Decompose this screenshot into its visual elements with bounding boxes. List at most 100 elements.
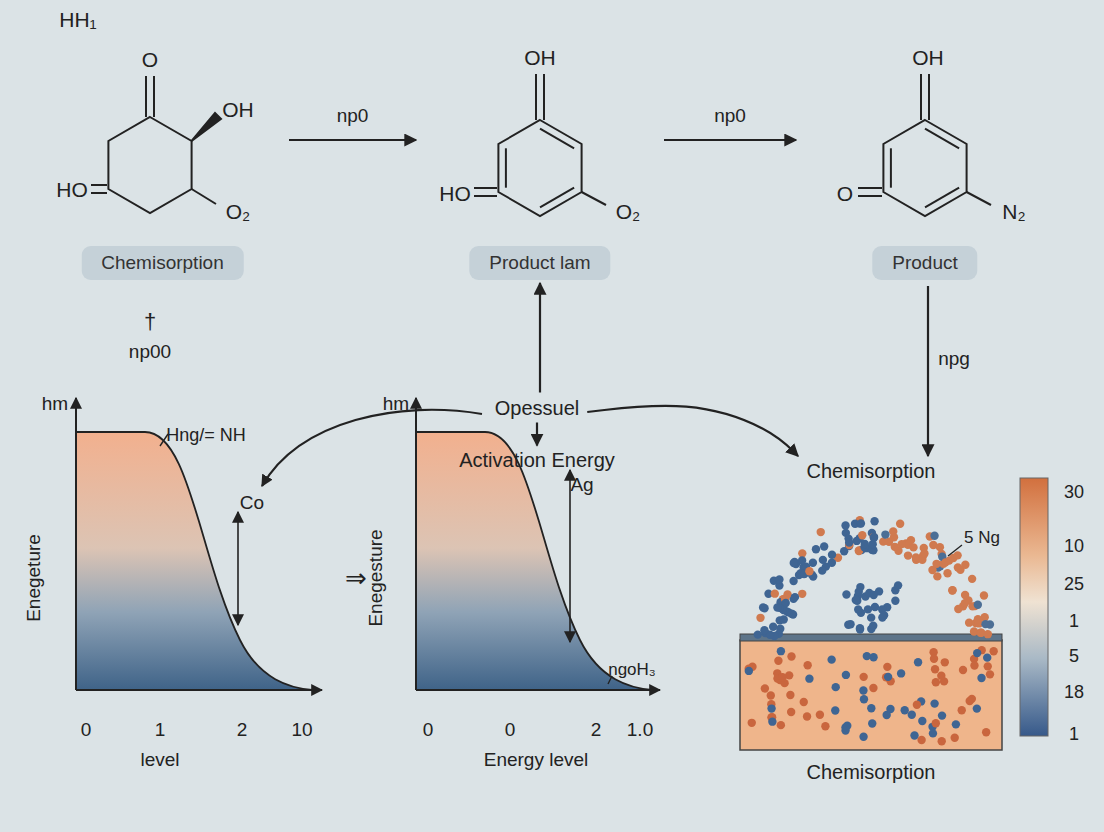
- drawing-part: [91, 184, 107, 186]
- particle-dot: [783, 590, 791, 598]
- particle-dot: [929, 729, 937, 737]
- drawing-part: [540, 129, 574, 149]
- particle-dot: [904, 551, 912, 559]
- particle-dot: [843, 722, 851, 730]
- particle-dot: [852, 596, 860, 604]
- particle-dot: [775, 575, 783, 583]
- particle-dot: [819, 556, 827, 564]
- axis-label: hm: [383, 394, 409, 415]
- particle-dot: [961, 599, 969, 607]
- molecule-ring: [91, 76, 221, 213]
- particle-dot: [846, 620, 854, 628]
- molecule-ring: [858, 74, 991, 216]
- particle-dot: [976, 628, 984, 636]
- drawing-part: [535, 74, 537, 120]
- scale-number: 30: [1064, 483, 1084, 503]
- note-label: np00: [129, 342, 171, 363]
- particle-dot: [932, 678, 940, 686]
- particle-dot: [910, 731, 918, 739]
- substrate: [740, 634, 1002, 750]
- particle-dot: [980, 591, 988, 599]
- drawing-part: [498, 120, 581, 216]
- particle-dot: [858, 531, 866, 539]
- particle-dot: [984, 630, 992, 638]
- particle-dot: [930, 699, 938, 707]
- particle-dot: [884, 673, 892, 681]
- particle-dot: [932, 719, 940, 727]
- particle-dot: [914, 658, 922, 666]
- drawing-part: [569, 470, 571, 642]
- particle-dot: [981, 620, 989, 628]
- drawing-part: [858, 187, 882, 189]
- atom-label: HO: [439, 182, 471, 205]
- curve-label: Co: [240, 493, 264, 514]
- tick-label: 0: [423, 720, 434, 741]
- particle-dot: [827, 655, 835, 663]
- particle-dot: [859, 733, 867, 741]
- drawing-part: [890, 148, 892, 187]
- drawing-part: [582, 192, 606, 205]
- particle-dot: [974, 615, 982, 623]
- drawing-part: [415, 398, 417, 690]
- particle-dot: [774, 657, 782, 665]
- tick-label: 0: [505, 720, 516, 741]
- arrow-symbol: ⇒: [345, 564, 367, 593]
- particle-dot: [842, 590, 850, 598]
- particle-dot: [970, 661, 978, 669]
- particle-dot: [941, 558, 949, 566]
- edge-label: np0: [337, 105, 369, 127]
- particle-dot: [913, 701, 921, 709]
- curve-label: ngoH₃: [608, 661, 656, 680]
- particle-dot: [891, 597, 899, 605]
- scale-number: 18: [1064, 683, 1084, 703]
- atom-label: O: [142, 48, 158, 71]
- particle-dot: [771, 589, 779, 597]
- particle-dot: [938, 711, 946, 719]
- particle-dot: [828, 551, 836, 559]
- particle-cloud: [745, 516, 998, 745]
- particle-dot: [805, 567, 813, 575]
- tick-label: 1: [155, 720, 166, 741]
- particle-dot: [745, 667, 753, 675]
- particle-dot: [831, 706, 839, 714]
- text-node: Opessuel: [491, 395, 584, 422]
- particle-dot: [869, 591, 877, 599]
- tick-label: 1.0: [627, 720, 653, 741]
- particle-dot: [856, 625, 864, 633]
- particle-dot: [828, 559, 836, 567]
- drawing-part: [928, 74, 930, 120]
- particle-dot: [777, 647, 785, 655]
- caption-pill: Chemisorption: [81, 246, 244, 280]
- tick-label: 2: [591, 720, 602, 741]
- scale-number: 5: [1069, 647, 1079, 667]
- particle-dot: [820, 542, 828, 550]
- edge-label: npg: [938, 348, 970, 370]
- particle-dot: [786, 691, 794, 699]
- particle-dot: [938, 737, 946, 745]
- particle-dot: [791, 593, 799, 601]
- energy-chart: [416, 398, 660, 690]
- drawing-part: [858, 195, 882, 197]
- text-node: Activation Energy: [455, 447, 619, 474]
- heading-text: Chemisorption: [807, 460, 936, 483]
- tick-label: 10: [291, 720, 312, 741]
- connector-arrow: [587, 406, 798, 456]
- particle-dot: [767, 704, 775, 712]
- particle-dot: [954, 563, 962, 571]
- tick-label: 2: [237, 720, 248, 741]
- particle-dot: [983, 653, 991, 661]
- particle-dot: [832, 683, 840, 691]
- atom-label: OH: [912, 46, 944, 69]
- particle-dot: [790, 559, 798, 567]
- particle-dot: [869, 622, 877, 630]
- drawing-part: [76, 689, 322, 691]
- particle-dot: [941, 658, 949, 666]
- caption-pill: Product: [872, 246, 977, 280]
- drawing-part: [540, 188, 574, 208]
- drawing-part: [505, 148, 507, 187]
- leader-line: [948, 545, 962, 556]
- caption-pill: Product lam: [469, 246, 610, 280]
- atom-label: HO: [56, 178, 88, 201]
- particle-dot: [959, 666, 967, 674]
- callout-label: 5 Ng: [964, 529, 1000, 548]
